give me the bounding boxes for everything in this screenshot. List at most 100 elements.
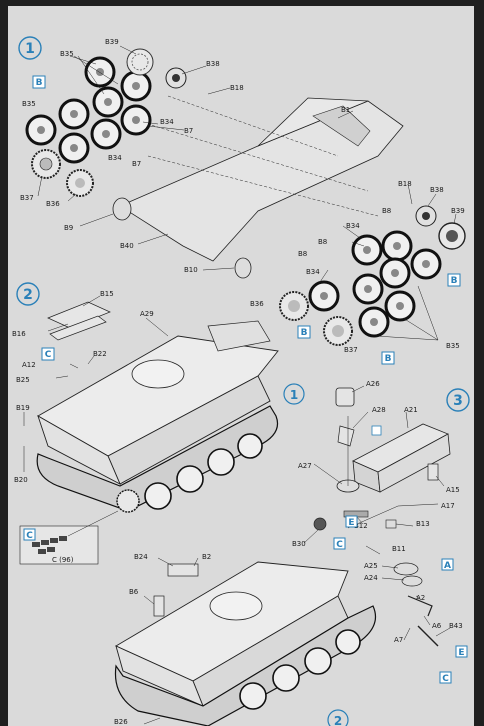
svg-text:3: 3 — [453, 393, 463, 409]
part-set-c-box-right — [439, 671, 452, 684]
svg-text:2: 2 — [23, 287, 33, 303]
svg-text:C: C — [26, 531, 33, 541]
svg-text:C: C — [442, 674, 449, 684]
part-a24 — [401, 575, 423, 587]
label-a17: A17 — [441, 502, 455, 510]
right-sprocket-b37 — [323, 316, 353, 346]
label-a12: A12 — [22, 361, 36, 369]
svg-text:E: E — [458, 648, 464, 658]
right-idler-hub-b38 — [415, 205, 437, 227]
label-b18: B18 — [230, 84, 244, 92]
svg-text:B: B — [451, 276, 458, 286]
label-b34-right-low: B34 — [306, 268, 320, 276]
step-2-circle — [16, 282, 40, 306]
part-set-b-box-right — [447, 273, 461, 287]
step-1-number: 1 — [25, 41, 35, 57]
right-sprocket-b36 — [279, 291, 309, 321]
label-a27: A27 — [298, 462, 312, 470]
part-b2 — [167, 563, 199, 577]
part-a15 — [427, 463, 439, 481]
label-b8-low: B8 — [298, 250, 307, 258]
part-set-b-box-sprocket — [297, 325, 311, 339]
part-set-a-box — [441, 558, 454, 571]
svg-text:A: A — [444, 561, 451, 571]
label-b34: B34 — [160, 118, 174, 126]
label-b16: B16 — [12, 330, 26, 338]
step-1-circle — [18, 36, 42, 60]
label-a21: A21 — [404, 406, 418, 414]
fender-plate-b15 — [47, 301, 111, 329]
engine-deck — [207, 320, 271, 352]
svg-text:E: E — [348, 518, 354, 528]
part-a2 — [407, 595, 433, 617]
paint-icon — [371, 425, 382, 436]
svg-text:B: B — [301, 328, 308, 338]
lower-track-wheels — [239, 629, 361, 710]
turret-ring-opening — [131, 359, 185, 389]
part-b13 — [385, 519, 397, 529]
svg-text:2: 2 — [334, 714, 342, 726]
label-b35: B35 — [60, 50, 74, 58]
label-a2: A2 — [416, 594, 425, 602]
svg-text:C: C — [336, 540, 343, 550]
label-b34-right: B34 — [346, 222, 360, 230]
label-b7-lower: B7 — [132, 160, 141, 168]
label-b37-right: B37 — [344, 346, 358, 354]
label-b8: B8 — [382, 207, 391, 215]
label-b22: B22 — [93, 350, 107, 358]
hull-front — [37, 415, 121, 485]
rear-part-b1 — [312, 105, 371, 147]
label-b12: B12 — [354, 522, 368, 530]
part-b6 — [153, 595, 165, 617]
step-3-circle — [446, 388, 470, 412]
label-a28: A28 — [372, 406, 386, 414]
label-b36-right: B36 — [250, 300, 264, 308]
left-sprocket-b36 — [66, 169, 94, 197]
part-a25 — [393, 562, 419, 576]
part-b30 — [313, 517, 327, 531]
label-b8-mid: B8 — [318, 238, 327, 246]
left-road-wheels — [25, 56, 152, 164]
label-b9: B9 — [64, 224, 73, 232]
label-b1: B1 — [341, 106, 350, 114]
assembly-diagram: 1 — [12, 36, 470, 726]
label-b6: B6 — [129, 588, 139, 596]
label-b15: B15 — [100, 290, 114, 298]
label-a6: A6 — [432, 622, 442, 630]
label-a24: A24 — [364, 574, 378, 582]
step-1-reference-circle — [283, 383, 305, 405]
label-a26: A26 — [366, 380, 380, 388]
label-b24: B24 — [134, 553, 148, 561]
part-set-c-box — [41, 347, 55, 361]
label-b39: B39 — [105, 38, 119, 46]
left-idler-wheel-b39 — [126, 48, 154, 76]
label-b18-right: B18 — [398, 180, 412, 188]
label-b35-right: B35 — [446, 342, 460, 350]
part-set-c-box-step3 — [333, 537, 346, 550]
right-idler-wheel-b39 — [438, 222, 466, 250]
right-road-wheels — [308, 230, 442, 338]
label-a29: A29 — [140, 310, 154, 318]
label-b11: B11 — [392, 545, 406, 553]
part-set-e-box — [345, 515, 358, 528]
step-2-reference-circle — [327, 709, 349, 726]
label-b26: B26 — [114, 718, 128, 726]
svg-text:B: B — [36, 78, 43, 88]
left-idler-hub-b38 — [165, 67, 187, 89]
label-b37: B37 — [20, 194, 34, 202]
label-b38-right: B38 — [430, 186, 444, 194]
track-links — [32, 536, 67, 554]
fender-plate-b16 — [49, 315, 107, 341]
label-a7: A7 — [394, 636, 403, 644]
part-set-b-box — [32, 75, 46, 89]
label-b30: B30 — [292, 540, 306, 548]
svg-text:B: B — [385, 354, 392, 364]
step-2: 2 B15 B16 A29 A12 B22 B25 B19 B20 — [12, 282, 305, 565]
part-a28 — [337, 425, 355, 447]
label-b43: B43 — [449, 622, 463, 630]
final-drive-b9 — [112, 197, 132, 221]
label-b25: B25 — [16, 376, 30, 384]
right-final-drive-b10 — [234, 257, 252, 279]
label-a15: A15 — [446, 486, 460, 494]
step-3: 3 A26 A28 A21 A27 A15 A17 — [114, 380, 470, 726]
